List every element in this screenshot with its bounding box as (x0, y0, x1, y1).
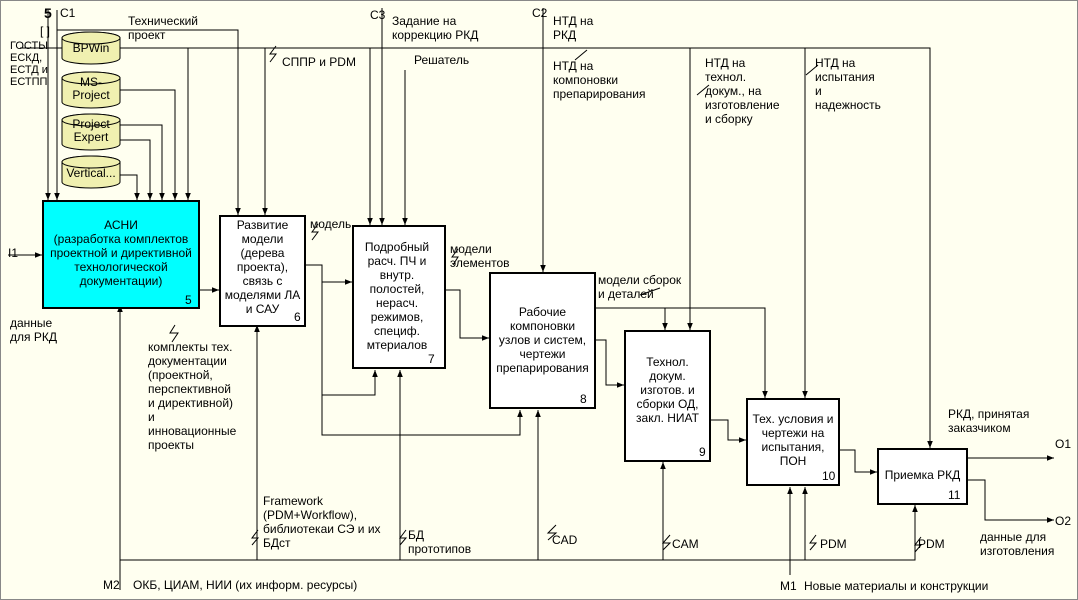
activity-7-number: 7 (428, 352, 435, 366)
arrow-label-sppr-pdm: СППР и PDM (282, 55, 356, 69)
o2-label: O2 (1055, 514, 1072, 528)
arrow-label-kits: комплекты тех. документации (проектной, … (148, 340, 237, 452)
activity-11-text: Приемка РКД (884, 468, 961, 482)
i1-label: I1 (8, 246, 19, 260)
c1-label: C1 (60, 6, 76, 20)
activity-8-text: Рабочие компоновки узлов и систем, черте… (496, 305, 589, 375)
m2-label: M2 (103, 578, 120, 592)
c2-label: C2 (532, 6, 548, 20)
database-project-expert: Project Expert (72, 117, 110, 144)
arrow-label-cad: CAD (552, 533, 578, 547)
o1-label: O1 (1055, 437, 1072, 451)
activity-9-number: 9 (699, 445, 706, 459)
page-number: 5 (44, 5, 52, 21)
database-bpwin: BPWin (72, 41, 110, 55)
arrow-label-bd-proto: БД прототипов (408, 528, 472, 556)
arrow-label-data-rkd: данные для РКД (10, 316, 57, 344)
arrow-label-rkd-accepted: РКД, принятая заказчиком (948, 407, 1030, 435)
activity-10-number: 10 (822, 469, 836, 483)
activity-9-text: Технол. докум. изготов. и сборки ОД, зак… (636, 355, 699, 425)
database-vertical: Vertical... (66, 166, 116, 180)
arrow-label-tech-project: Технический проект (128, 14, 198, 42)
activity-6-text: Развитие модели (дерева проекта), связь … (224, 218, 301, 316)
arrow-label-gosty: ГОСТЫ ЕСКД, ЕСТД и ЕСТПП (10, 40, 48, 88)
arrow-label-model: модель (310, 217, 352, 231)
activity-7-text: Подробный расч. ПЧ и внутр. полостей, не… (364, 240, 430, 352)
arrow-label-m2-text: ОКБ, ЦИАМ, НИИ (их информ. ресурсы) (133, 578, 358, 592)
arrow-label-ntd-komp: НТД на компоновки препарирования (553, 59, 646, 101)
activity-8-number: 8 (580, 392, 587, 406)
tunnel-label: [ ] (40, 24, 51, 38)
arrow-label-solver: Решатель (414, 53, 470, 67)
arrow-label-model-elements: модели элементов (450, 242, 510, 270)
activity-5-number: 5 (185, 293, 192, 307)
arrow-label-m1-text: Новые материалы и конструкции (804, 579, 989, 593)
c3-label: C3 (370, 8, 386, 22)
m1-label: M1 (780, 579, 797, 593)
arrow-label-task: Задание на коррекцию РКД (392, 14, 479, 42)
arrow-label-ntd-isp: НТД на испытания и надежность (815, 56, 881, 112)
arrow-label-ntd-rkd: НТД на РКД (553, 14, 594, 42)
activity-6-number: 6 (294, 310, 301, 324)
arrow-label-pdm-2: PDM (918, 537, 945, 551)
arrow-label-framework: Framework (PDM+Workflow), библиотекаи СЭ… (263, 494, 381, 550)
arrow-label-ntd-tech: НТД на технол. докум., на изготовление и… (705, 56, 780, 126)
arrow-label-model-assemblies: модели сборок и деталей (598, 273, 682, 301)
activity-11-number: 11 (948, 488, 961, 502)
activity-5-text: АСНИ (разработка комплектов проектной и … (50, 218, 192, 288)
arrow-label-cam: CAM (672, 537, 699, 551)
database-ms-project: MS- Project (72, 75, 110, 102)
activity-10-text: Тех. условия и чертежи на испытания, ПОН (752, 412, 834, 468)
arrow-label-pdm-1: PDM (820, 537, 847, 551)
arrow-label-data-mfg: данные для изготовления (980, 530, 1055, 558)
